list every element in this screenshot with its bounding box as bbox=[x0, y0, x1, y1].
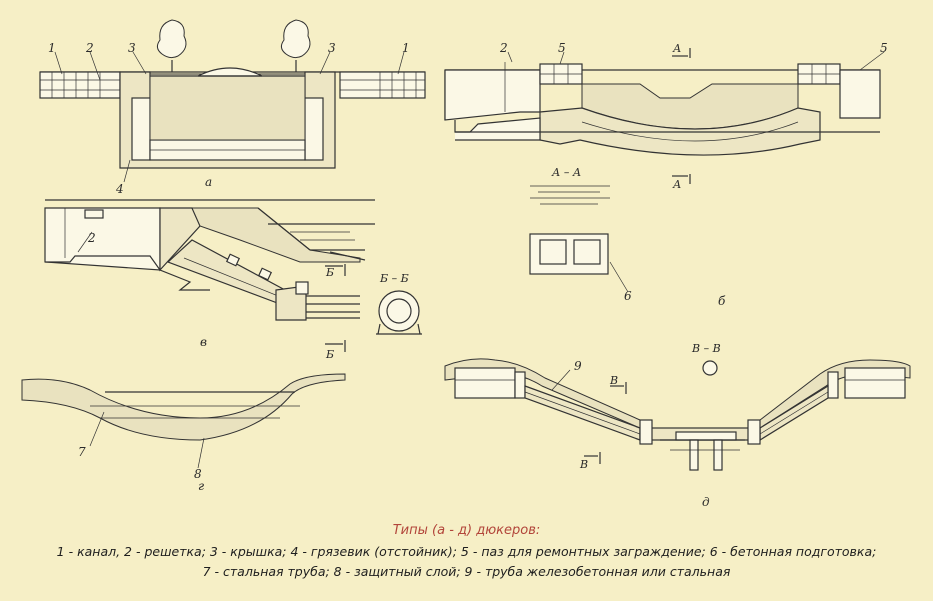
panel-b-drawing bbox=[444, 48, 885, 184]
panel-b-letter: б bbox=[718, 294, 726, 308]
caption-title: Типы (а - д) дюкеров: bbox=[392, 523, 541, 538]
panel-v-drawing bbox=[44, 199, 375, 352]
section-vv-mark-top: В bbox=[609, 374, 618, 387]
panel-v-label-2: 2 bbox=[87, 231, 96, 245]
panel-b-label-6: 6 bbox=[624, 289, 632, 303]
panel-g-drawing bbox=[21, 373, 346, 469]
panel-g-label-7: 7 bbox=[78, 445, 86, 459]
panel-d-drawing bbox=[444, 358, 911, 471]
section-aa-mark-bottom: А bbox=[672, 178, 681, 191]
panel-d-label-9: 9 bbox=[574, 359, 582, 373]
panel-g-letter: г bbox=[198, 479, 204, 493]
panel-b-label-2: 2 bbox=[499, 41, 508, 55]
panel-a-label-2: 2 bbox=[85, 41, 94, 55]
tree-icon bbox=[280, 19, 311, 72]
section-bb-mark-bottom: Б bbox=[325, 348, 334, 361]
section-vv-drawing bbox=[702, 360, 718, 376]
panel-a-letter: а bbox=[205, 175, 212, 189]
section-bb-mark-top: Б bbox=[325, 266, 334, 279]
section-aa-mark-top: А bbox=[672, 42, 681, 55]
tree-icon bbox=[156, 19, 187, 72]
section-vv-mark-bottom: В bbox=[579, 458, 588, 471]
panel-g-label-8: 8 bbox=[194, 467, 202, 481]
panel-a-label-3-right: 3 bbox=[328, 41, 336, 55]
panel-a-label-1-right: 1 bbox=[402, 41, 410, 55]
panel-b-label-5-left: 5 bbox=[558, 41, 566, 55]
section-aa-title: А – А bbox=[551, 166, 581, 179]
panel-d-letter: д bbox=[702, 495, 710, 509]
section-aa-drawing bbox=[529, 185, 629, 293]
panel-a-label-3-left: 3 bbox=[128, 41, 136, 55]
section-vv-title: В – В bbox=[691, 342, 721, 355]
panel-v-letter: в bbox=[200, 335, 207, 349]
panel-a-label-4: 4 bbox=[115, 182, 124, 196]
panel-a-drawing bbox=[39, 19, 426, 183]
section-bb-title: Б – Б bbox=[379, 272, 409, 285]
section-bb-drawing bbox=[376, 290, 422, 335]
panel-b-label-5-right: 5 bbox=[880, 41, 888, 55]
caption-line-1: 1 - канал, 2 - решетка; 3 - крышка; 4 - … bbox=[56, 544, 877, 559]
panel-a-label-1-left: 1 bbox=[48, 41, 56, 55]
caption-line-2: 7 - стальная труба; 8 - защитный слой; 9… bbox=[202, 564, 731, 579]
